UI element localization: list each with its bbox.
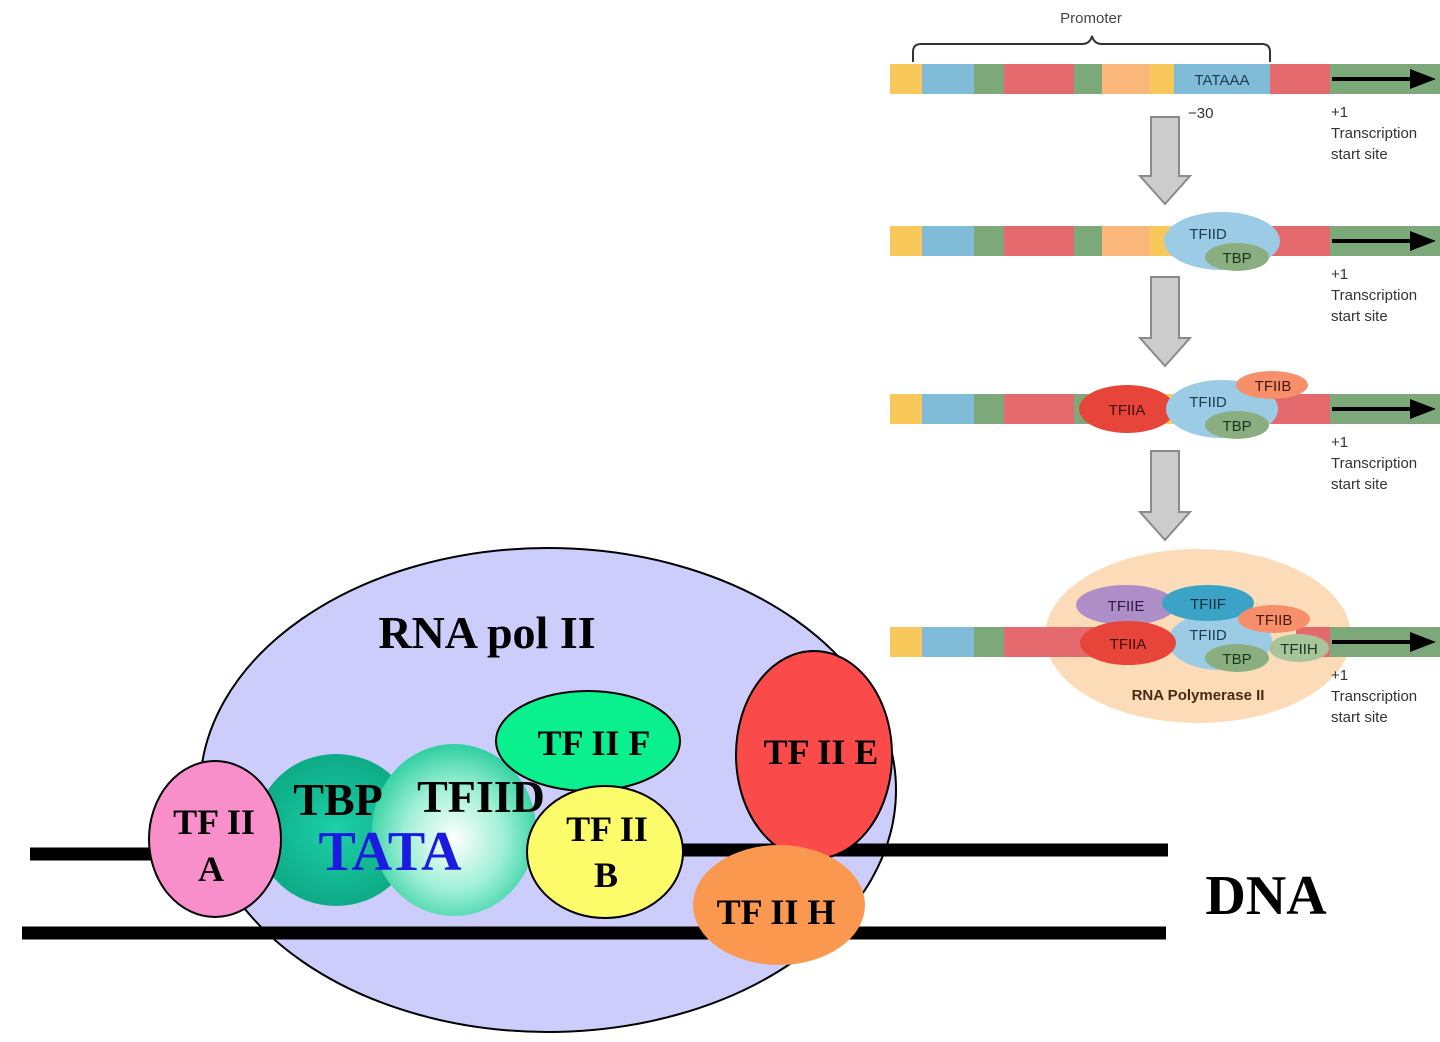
tf2a-blob	[148, 760, 282, 918]
step-arrow-2	[1137, 276, 1193, 368]
strand-segment	[922, 627, 974, 657]
strand-segment	[890, 394, 922, 424]
tfiib-label: TFIIB	[1255, 378, 1292, 395]
tf2b-blob	[526, 785, 684, 919]
tbp-blob	[1205, 644, 1269, 672]
rna-pol-ii-label: RNA pol II	[378, 607, 595, 658]
strand-segment	[922, 64, 974, 94]
strand-segment	[1004, 394, 1074, 424]
start-site-line2: start site	[1331, 476, 1388, 493]
tfiib-blob	[1236, 371, 1308, 399]
transcription-arrowhead	[1410, 231, 1436, 251]
dna-strand-step2: TFIID TBP +1 Transcription start site	[890, 212, 1440, 325]
strand-segment	[1270, 64, 1330, 94]
tbp-label: TBP	[1222, 250, 1251, 267]
tfiih-label: TFIIH	[1280, 641, 1318, 658]
strand-segment	[974, 627, 1004, 657]
start-site-line1: Transcription	[1331, 125, 1417, 142]
preinitiation-complex: RNA pol II TBP TFIID TATA TF II A TF II …	[22, 547, 1327, 1033]
start-site-line1: Transcription	[1331, 287, 1417, 304]
tfiia-blob	[1080, 621, 1176, 665]
tf2b-label-line2: B	[594, 855, 618, 895]
strand-segment	[922, 226, 974, 256]
tfiif-label: TFIIF	[1190, 596, 1226, 613]
tbp-blob	[1205, 411, 1269, 439]
tf2e-label: TF II E	[764, 732, 879, 772]
plus1-label: +1	[1331, 104, 1348, 121]
rna-polymerase-label: RNA Polymerase II	[1132, 687, 1265, 704]
tfiif-blob	[1162, 585, 1254, 621]
strand-segment	[1074, 64, 1102, 94]
tfiid-sphere	[372, 744, 536, 916]
start-site-line2: start site	[1331, 709, 1388, 726]
step-arrow-1	[1137, 116, 1193, 206]
strand-segment	[1102, 64, 1150, 94]
strand-segment	[1004, 64, 1074, 94]
strand-segment	[974, 226, 1004, 256]
start-site-line1: Transcription	[1331, 688, 1417, 705]
promoter-brace	[912, 35, 1271, 62]
plus1-label: +1	[1331, 266, 1348, 283]
transcription-arrowhead	[1410, 632, 1436, 652]
tfiie-blob	[1076, 585, 1176, 625]
tfiid-label: TFIID	[1189, 627, 1227, 644]
tf2h-blob	[693, 845, 865, 965]
strand-segment	[1150, 64, 1174, 94]
minus30-label: −30	[1188, 105, 1213, 122]
tfiib-label: TFIIB	[1256, 612, 1293, 629]
plus1-label: +1	[1331, 667, 1348, 684]
plus1-label: +1	[1331, 434, 1348, 451]
dna-strand-step4: TFIIE TFIIF TFIIA TFIID TFIIB TBP TFIIH …	[890, 549, 1440, 726]
tfiib-blob	[1238, 605, 1310, 633]
strand-segment	[1270, 394, 1330, 424]
tfiid-label: TFIID	[1189, 394, 1227, 411]
tf2b-label-line1: TF II	[566, 809, 648, 849]
tata-label: TATA	[318, 821, 462, 883]
tfiid-label: TFIID	[417, 771, 545, 822]
transcription-arrowhead	[1410, 399, 1436, 419]
strand-segment	[1004, 226, 1074, 256]
transcription-arrowhead	[1410, 69, 1436, 89]
tf2f-label: TF II F	[538, 723, 651, 763]
start-site-line2: start site	[1331, 308, 1388, 325]
tbp-blob	[1205, 243, 1269, 271]
strand-segment	[922, 394, 974, 424]
dna-strand-step1: TATAAA −30 +1 Transcription start site	[890, 64, 1440, 163]
start-site-line1: Transcription	[1331, 455, 1417, 472]
tfiia-blob	[1079, 385, 1175, 433]
tbp-label: TBP	[1222, 418, 1251, 435]
tf2a-label-line1: TF II	[173, 802, 255, 842]
tf2h-label: TF II H	[717, 892, 836, 932]
tfiia-label: TFIIA	[1109, 402, 1146, 419]
promoter-label: Promoter	[1060, 10, 1122, 27]
assembly-steps-panel: Promoter TATAAA −30 +1 Transcription sta…	[890, 10, 1440, 726]
tataaa-box	[1174, 64, 1270, 94]
tbp-label: TBP	[1222, 651, 1251, 668]
strand-segment	[890, 226, 922, 256]
strand-segment	[890, 627, 922, 657]
tf2a-label-line2: A	[198, 849, 224, 889]
tfiia-label: TFIIA	[1110, 636, 1147, 653]
strand-segment	[974, 394, 1004, 424]
step-arrow-3	[1137, 450, 1193, 542]
strand-segment	[1074, 226, 1102, 256]
strand-segment	[1102, 226, 1150, 256]
tbp-label: TBP	[293, 774, 382, 825]
strand-segment	[890, 64, 922, 94]
tbp-sphere	[256, 754, 416, 906]
dna-label: DNA	[1205, 865, 1327, 927]
dna-strand-step3: TFIIA TFIID TFIIB TBP +1 Transcription s…	[890, 371, 1440, 493]
tfiid-label: TFIID	[1189, 226, 1227, 243]
start-site-line2: start site	[1331, 146, 1388, 163]
tataaa-label: TATAAA	[1194, 72, 1249, 89]
tfiih-blob	[1269, 634, 1329, 662]
strand-segment	[974, 64, 1004, 94]
tfiie-label: TFIIE	[1108, 598, 1145, 615]
